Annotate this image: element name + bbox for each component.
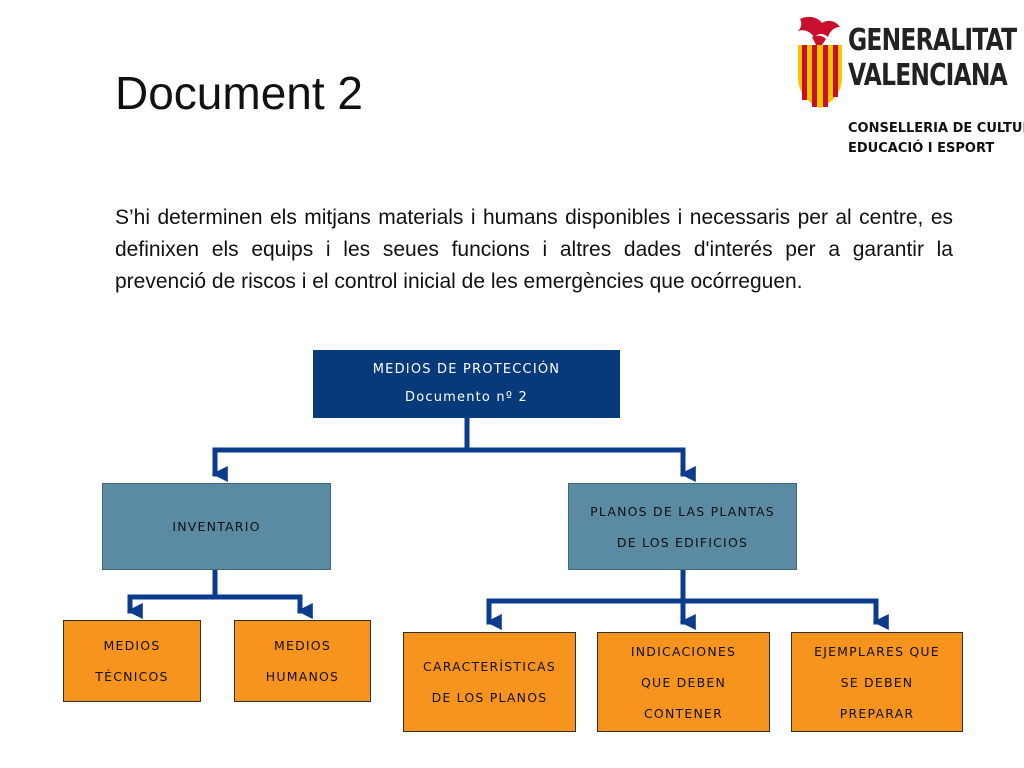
ejemplares-line1: EJEMPLARES QUE xyxy=(814,643,940,659)
box-inventario: INVENTARIO xyxy=(102,483,331,570)
tecnicos-line1: MEDIOS xyxy=(103,638,161,653)
caracteristicas-line1: CARACTERÍSTICAS xyxy=(423,659,556,674)
logo-dept-line1: CONSELLERIA DE CULTURA, xyxy=(848,121,1024,136)
planos-line1: PLANOS DE LAS PLANTAS xyxy=(590,503,775,519)
humanos-line1: MEDIOS xyxy=(274,638,331,653)
generalitat-logo: GENERALITAT VALENCIANA CONSELLERIA DE CU… xyxy=(790,10,1024,160)
box-planos-de-las-plantas: PLANOS DE LAS PLANTAS DE LOS EDIFICIOS xyxy=(568,483,797,570)
box-ejemplares-que-se-deben-preparar: EJEMPLARES QUE SE DEBEN PREPARAR xyxy=(791,632,963,732)
root-box-line2: Documento nº 2 xyxy=(404,390,528,405)
coat-of-arms-icon xyxy=(798,16,842,108)
tecnicos-line2: TÉCNICOS xyxy=(95,669,169,684)
planos-line2: DE LOS EDIFICIOS xyxy=(616,534,749,550)
root-box-medios-de-proteccion: MEDIOS DE PROTECCIÓN Documento nº 2 xyxy=(313,350,620,418)
indicaciones-line3: CONTENER xyxy=(644,705,723,721)
humanos-line2: HUMANOS xyxy=(265,669,340,684)
inventario-label: INVENTARIO xyxy=(172,519,261,534)
ejemplares-line3: PREPARAR xyxy=(839,705,915,721)
logo-dept-line2: EDUCACIÓ I ESPORT xyxy=(848,141,995,156)
page-title: Document 2 xyxy=(115,67,364,119)
ejemplares-line2: SE DEBEN xyxy=(840,674,914,690)
caracteristicas-line2: DE LOS PLANOS xyxy=(431,690,548,705)
description-paragraph: S’hi determinen els mitjans materials i … xyxy=(115,206,953,293)
indicaciones-line1: INDICACIONES xyxy=(630,643,737,659)
logo-name-line1: GENERALITAT xyxy=(848,23,1017,58)
indicaciones-line2: QUE DEBEN xyxy=(640,674,726,690)
box-indicaciones-que-deben-contener: INDICACIONES QUE DEBEN CONTENER xyxy=(597,632,770,732)
box-medios-humanos: MEDIOS HUMANOS xyxy=(234,620,371,702)
root-box-line1: MEDIOS DE PROTECCIÓN xyxy=(372,362,561,377)
logo-name-line2: VALENCIANA xyxy=(848,58,1008,93)
box-caracteristicas-de-los-planos: CARACTERÍSTICAS DE LOS PLANOS xyxy=(403,632,576,732)
box-medios-tecnicos: MEDIOS TÉCNICOS xyxy=(63,620,201,702)
